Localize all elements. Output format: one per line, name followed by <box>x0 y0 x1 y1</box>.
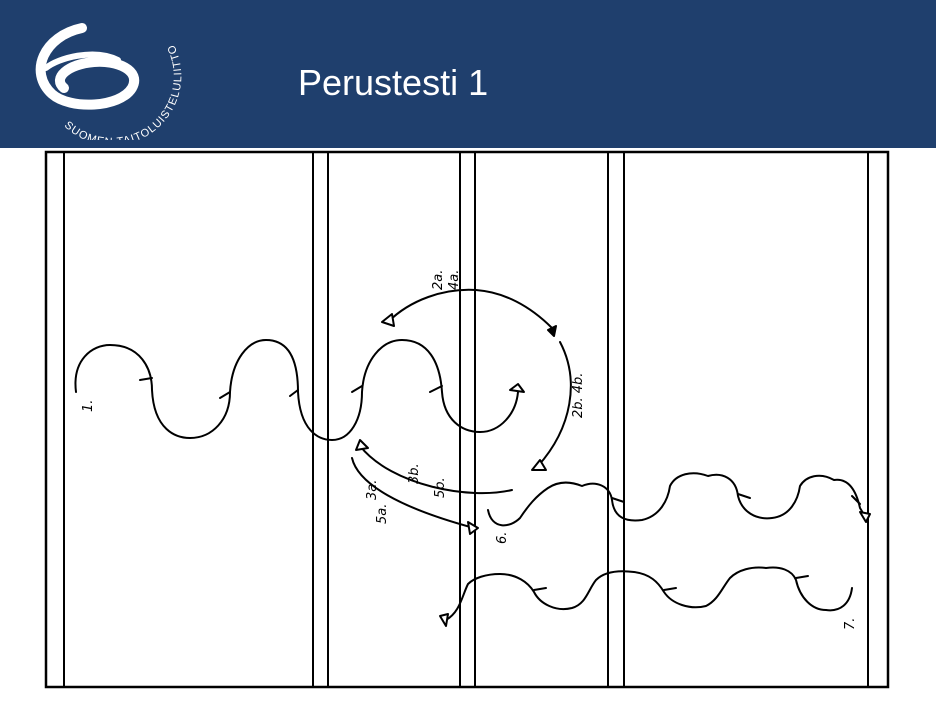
label-4a: 4a. <box>447 270 462 290</box>
header-bar: SUOMEN TAITOLUISTELULIITTO Perustesti 1 <box>0 0 936 148</box>
serpentine-path-3 <box>445 566 853 621</box>
circle-right-arc <box>537 341 572 467</box>
label-start: 1. <box>81 400 96 412</box>
lane-lines <box>63 152 869 687</box>
arc-3b-5b <box>359 445 513 495</box>
serpentine-path-1 <box>74 339 519 441</box>
circle-top-arc <box>387 288 553 329</box>
label-2a: 2a. <box>431 270 446 290</box>
label-5a: 5a. <box>375 504 390 524</box>
skating-federation-logo: SUOMEN TAITOLUISTELULIITTO <box>35 23 183 140</box>
label-3a: 3a. <box>365 480 380 500</box>
label-6: 6. <box>495 532 510 544</box>
label-5b: 5b. <box>433 477 448 498</box>
label-end: 7. <box>843 618 858 630</box>
rink-outline <box>44 150 890 689</box>
label-3b: 3b. <box>407 463 422 484</box>
page-title: Perustesti 1 <box>298 62 489 103</box>
arc-3a-5a <box>351 457 475 529</box>
serpentine-path-2 <box>487 472 867 527</box>
label-2b-4b: 2b. 4b. <box>571 373 586 418</box>
